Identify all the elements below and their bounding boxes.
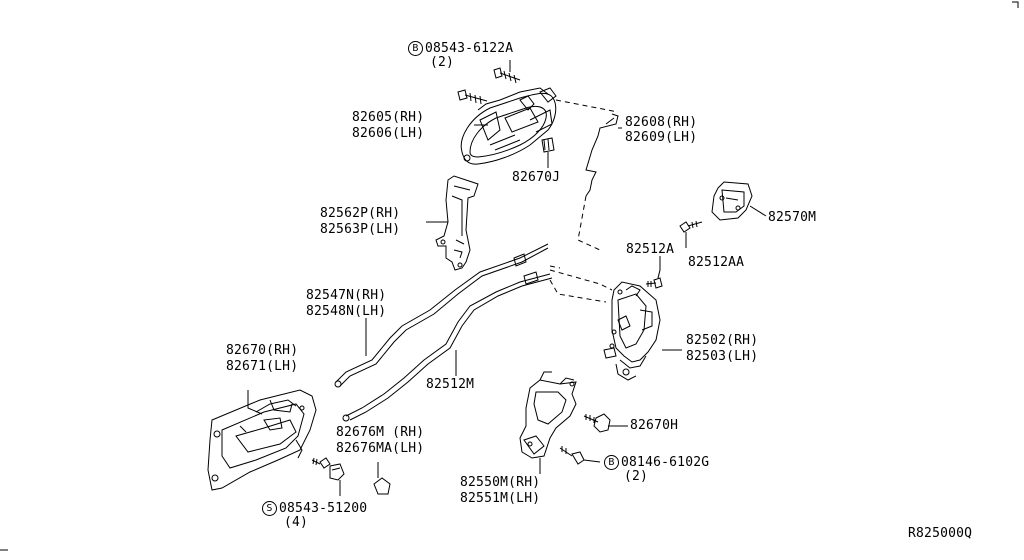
label-rod-lh: 82609(LH)	[625, 130, 698, 145]
dashed-line	[549, 279, 607, 303]
outside-door-handle	[460, 87, 557, 165]
label-rod-rh: 82608(RH)	[625, 115, 698, 130]
bolt-top-2	[457, 89, 488, 105]
clip-82670J	[541, 137, 555, 153]
bolt-top-1	[493, 67, 521, 84]
screw-symbol: S	[262, 501, 277, 516]
bracket-82562P	[435, 175, 479, 271]
label-screw-a: 82512A	[626, 242, 675, 257]
part-number: 08543-51200	[279, 501, 368, 516]
label-screw-aa: 82512AA	[688, 255, 745, 270]
label-actuator-screw: 82670H	[630, 418, 679, 433]
cable-82512M	[342, 271, 553, 422]
label-handle-inner-rh: 82670(RH)	[226, 343, 299, 358]
cable-82547N	[334, 243, 549, 388]
label-clip-m-rh: 82676M (RH)	[336, 425, 425, 440]
leader-line	[749, 205, 767, 217]
screw-08543-51200	[311, 457, 331, 469]
label-clip-m-lh: 82676MA(LH)	[336, 441, 425, 456]
dashed-line	[549, 269, 613, 291]
clip-82676M	[373, 477, 391, 495]
label-striker: 82570M	[768, 210, 817, 225]
leader-line	[247, 390, 263, 415]
bolt-symbol: B	[604, 455, 619, 470]
door-rod	[585, 113, 619, 197]
inside-door-handle	[207, 389, 317, 491]
door-lock-actuator	[519, 371, 577, 459]
grommet	[329, 463, 345, 481]
label-bracket-lh: 82563P(LH)	[320, 222, 401, 237]
label-lock-rh: 82502(RH)	[686, 333, 759, 348]
door-lock-assembly	[603, 281, 661, 381]
label-screw-bottom-qty: (4)	[284, 515, 309, 530]
screw-82670H	[583, 413, 611, 433]
label-clip: 82670J	[512, 170, 561, 185]
diagram-code: R825000Q	[908, 526, 973, 541]
label-actuator-lh: 82551M(LH)	[460, 491, 541, 506]
label-bracket-rh: 82562P(RH)	[320, 206, 401, 221]
bolt-symbol: B	[408, 41, 423, 56]
label-bolt-top-qty: (2)	[430, 55, 455, 70]
label-lock-lh: 82503(LH)	[686, 349, 759, 364]
part-number: 08146-6102G	[621, 455, 710, 470]
rod-dashed-line-2	[577, 195, 601, 251]
screw-82512AA	[679, 220, 703, 248]
label-cable-rh: 82547N(RH)	[306, 288, 387, 303]
dashed-line	[549, 265, 561, 269]
label-handle-outer-rh: 82605(RH)	[352, 110, 425, 125]
label-cable-lh: 82548N(LH)	[306, 304, 387, 319]
part-number: 08543-6122A	[425, 41, 514, 56]
label-handle-inner-lh: 82671(LH)	[226, 359, 299, 374]
rod-dashed-line	[555, 99, 619, 113]
label-actuator-rh: 82550M(RH)	[460, 475, 541, 490]
label-bolt-bottom-qty: (2)	[624, 469, 649, 484]
label-handle-outer-lh: 82606(LH)	[352, 126, 425, 141]
screw-82512A	[645, 269, 663, 289]
striker-82570M	[711, 181, 753, 221]
label-cable-m: 82512M	[426, 377, 475, 392]
corner-mark	[1012, 1, 1019, 8]
bolt-bottom	[559, 446, 585, 465]
leader-line	[583, 459, 601, 463]
